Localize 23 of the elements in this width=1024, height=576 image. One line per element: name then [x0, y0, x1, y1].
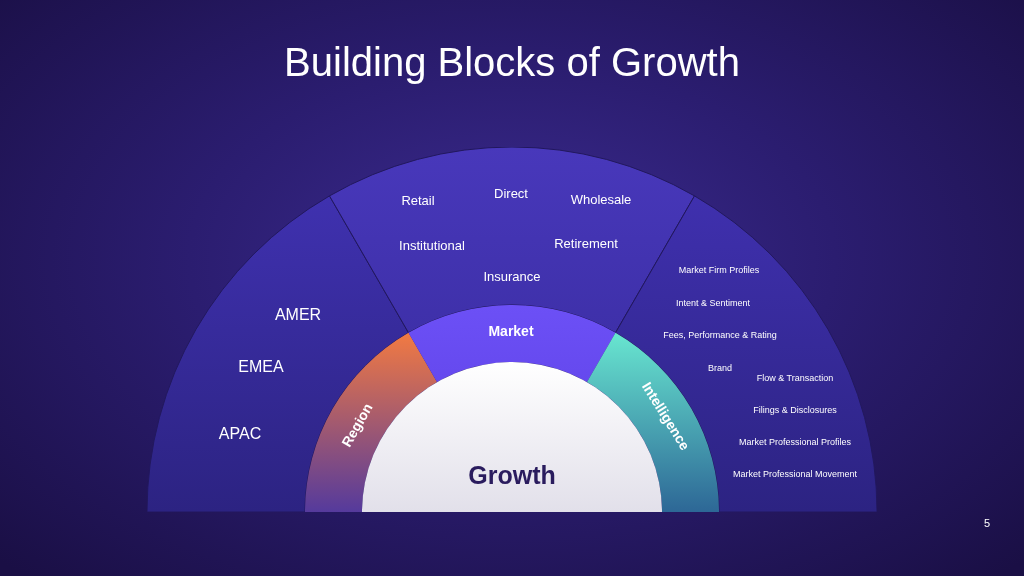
category-label: Intent & Sentiment	[676, 297, 750, 309]
category-label: Brand	[708, 362, 732, 374]
inner-ring-segment	[408, 305, 616, 383]
category-label: Insurance	[483, 269, 541, 285]
segment-label: Market	[488, 322, 534, 340]
page-number: 5	[983, 516, 991, 530]
category-label: Market Firm Profiles	[678, 264, 760, 276]
center-label: Growth	[468, 460, 556, 490]
category-label: Wholesale	[570, 192, 632, 208]
category-label: Fees, Performance & Rating	[663, 329, 777, 341]
category-label: Flow & Transaction	[756, 372, 834, 384]
category-label: Direct	[494, 186, 528, 202]
slide-title: Building Blocks of Growth	[284, 39, 740, 86]
category-label: Market Professional Profiles	[739, 436, 851, 448]
category-label: APAC	[218, 424, 262, 444]
category-label: Retirement	[554, 236, 618, 252]
inner-ring-segment	[305, 332, 437, 512]
category-label: Retail	[401, 193, 435, 209]
category-label: Institutional	[399, 238, 465, 254]
category-label: EMEA	[238, 357, 284, 377]
category-label: Filings & Disclosures	[753, 404, 837, 416]
category-label: AMER	[274, 305, 322, 325]
category-label: Market Professional Movement	[732, 468, 858, 480]
